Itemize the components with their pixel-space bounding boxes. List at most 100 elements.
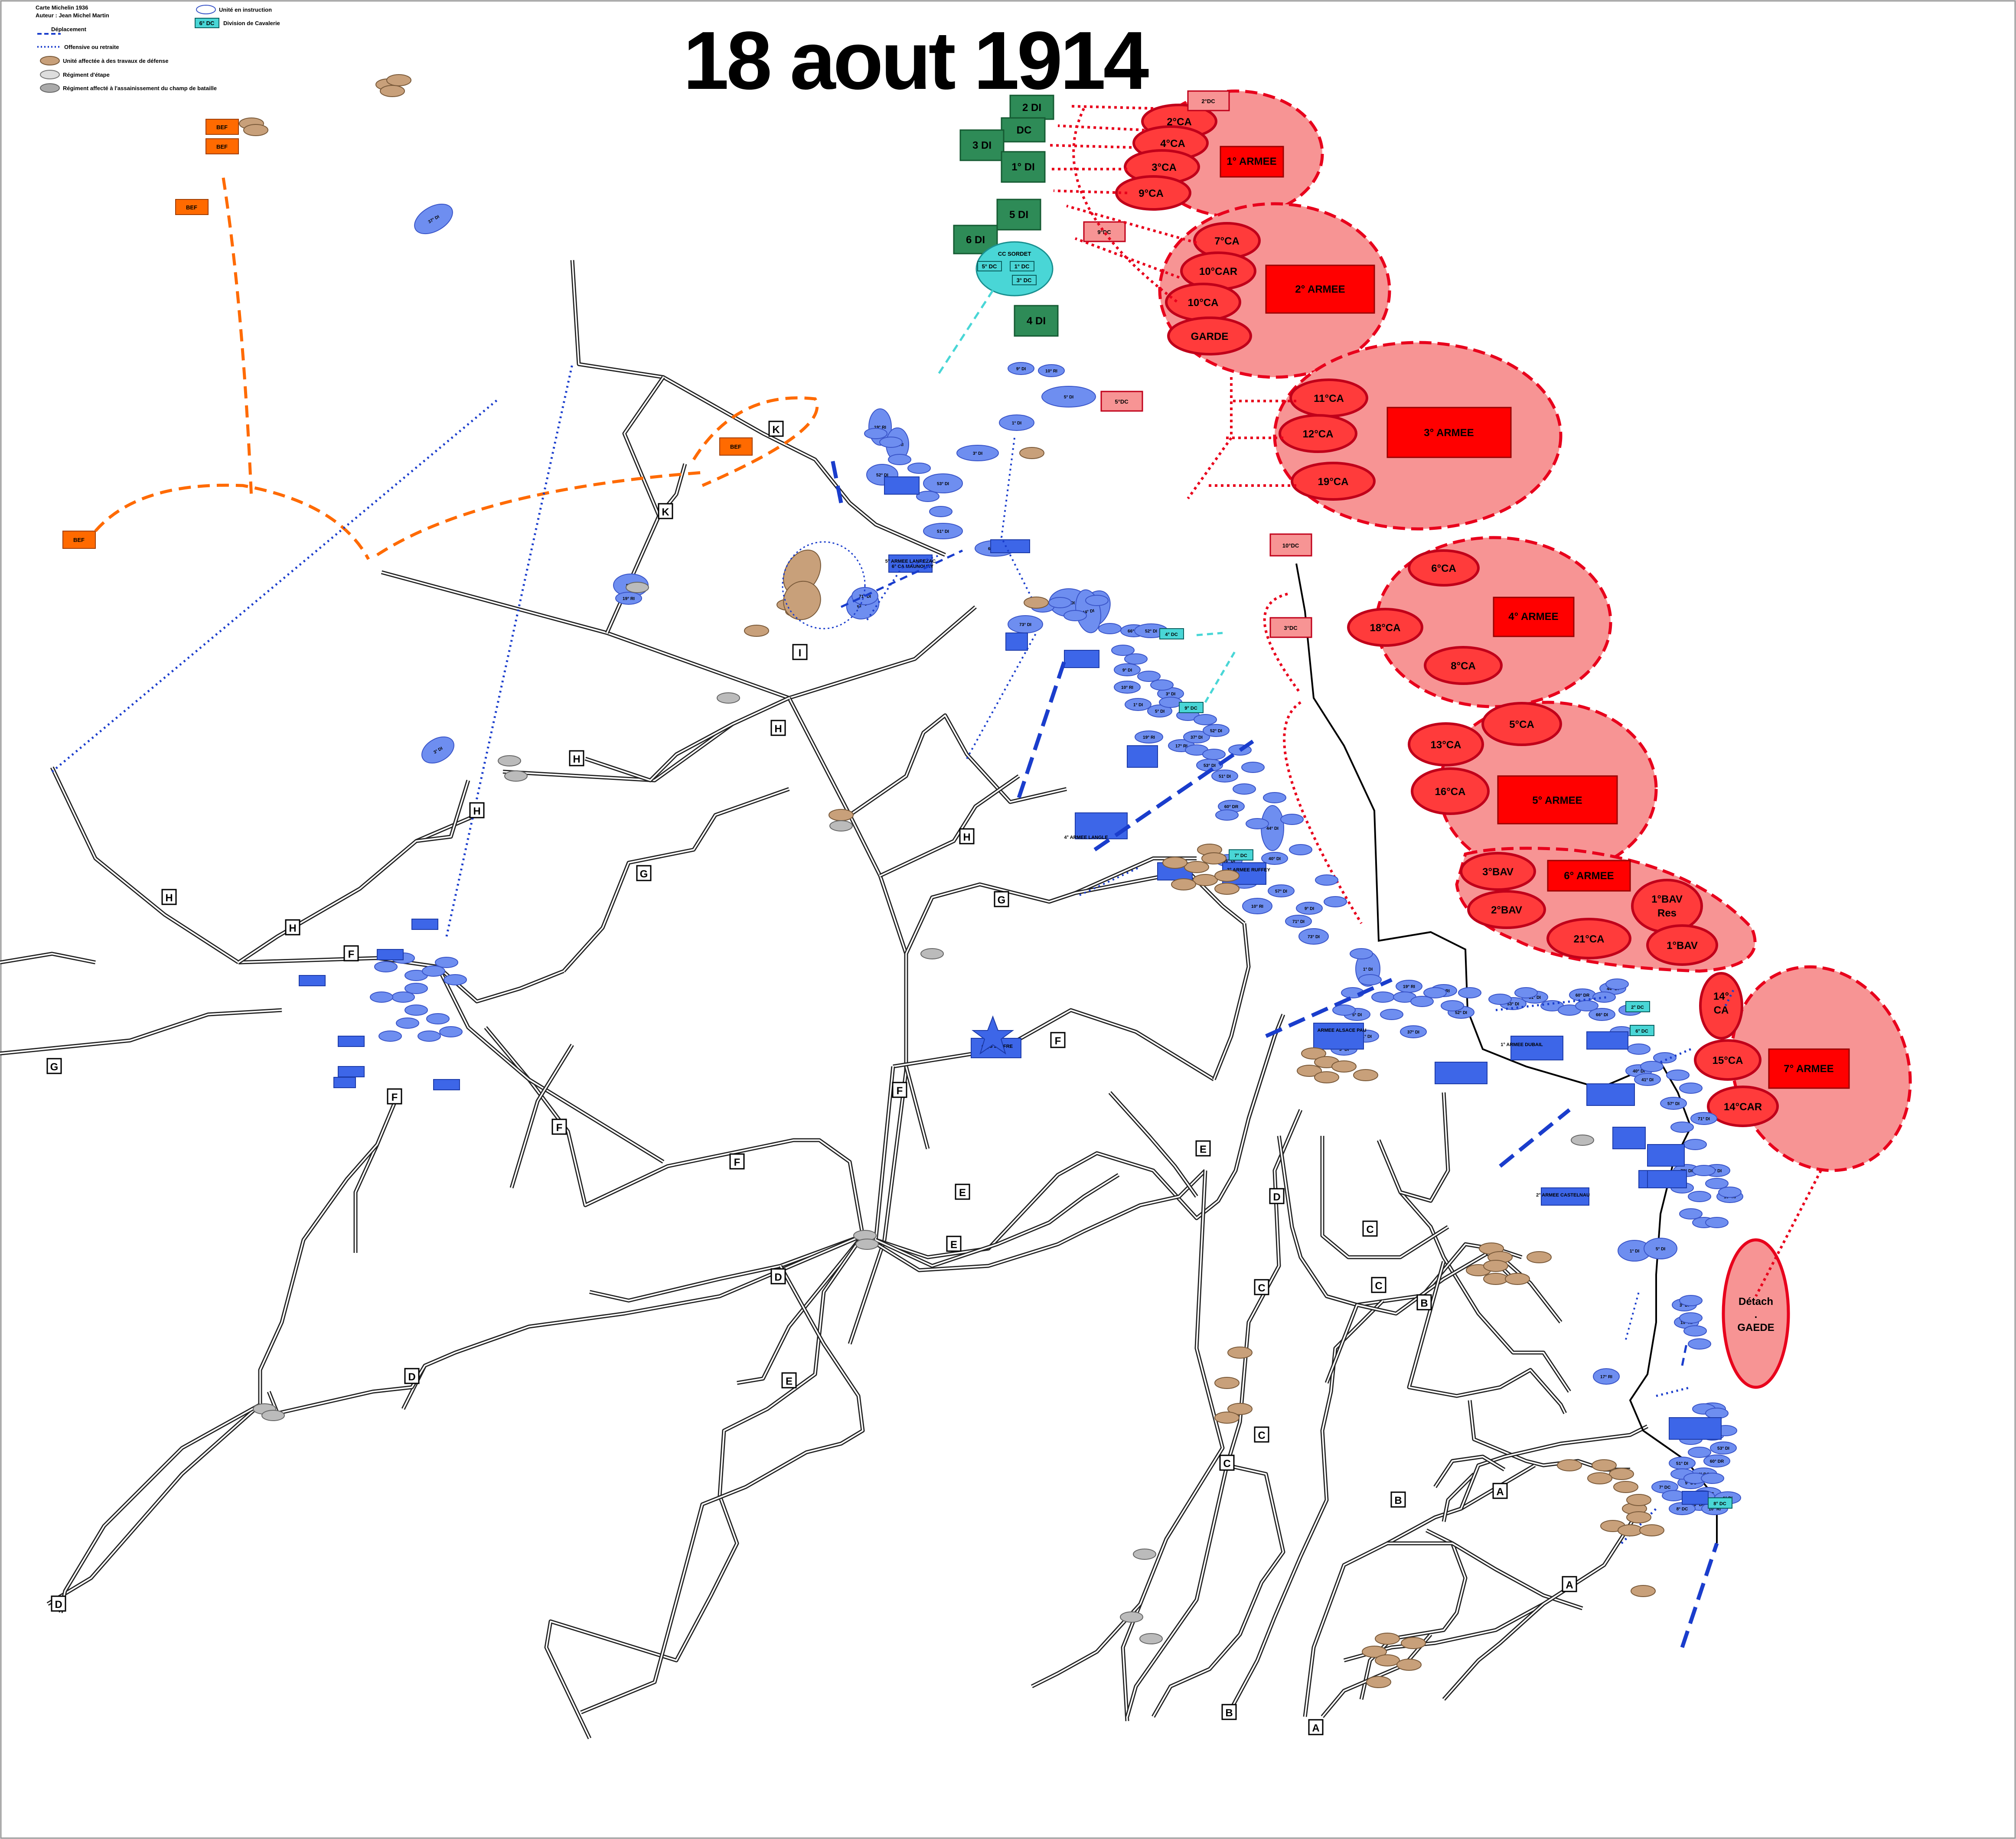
road <box>47 1404 261 1605</box>
french-unit-label: 51° DI <box>1676 1461 1688 1466</box>
cavalry-box <box>1179 702 1204 713</box>
french-unit-label: 5° DI <box>1155 709 1165 714</box>
road <box>1378 1140 1570 1392</box>
road-letter: F <box>1055 1035 1061 1047</box>
defense-works-unit <box>1483 1260 1508 1272</box>
french-unit: 10° RI <box>1114 681 1141 694</box>
french-unit-label: 52° DI <box>1210 729 1222 734</box>
french-unit-label: 17° RI <box>1600 1375 1612 1379</box>
defense-works-unit <box>783 580 821 620</box>
french-movement-line <box>1000 437 1037 607</box>
french-unit-label: 9° DI <box>1712 1169 1722 1174</box>
french-unit-label: 5° DI <box>1352 1013 1362 1017</box>
french-army-label: 1° ARMEE DUBAIL <box>1501 1042 1543 1047</box>
corps-label: Détach <box>1739 1296 1773 1308</box>
french-unit-label: 7° DC <box>1659 1485 1671 1490</box>
french-hq-box <box>1127 745 1158 768</box>
french-unit-label: 6° DC <box>1694 1503 1706 1507</box>
belgian-unit-label: 4 DI <box>1027 315 1046 327</box>
bef-label: BEF <box>216 124 228 130</box>
legend-item: Déplacement <box>51 26 87 33</box>
road-letter: I <box>799 647 802 659</box>
bef-label: BEF <box>216 143 228 150</box>
defense-works-unit <box>1631 1585 1656 1597</box>
road <box>1213 923 1249 1080</box>
french-sub-unit <box>1666 1069 1690 1081</box>
road-letter-box <box>387 1088 402 1105</box>
french-army-label: ARMEE ALSACE PAU <box>1317 1028 1366 1033</box>
french-sub-unit <box>929 506 953 517</box>
road-letter-box <box>569 750 584 766</box>
road-letter-box <box>1254 1426 1269 1443</box>
french-unit: 10° RI <box>1038 364 1065 377</box>
french-hq-box <box>1586 1083 1635 1106</box>
cavalry-box <box>1630 1025 1654 1036</box>
road-letter-box <box>1308 1719 1324 1735</box>
french-sub-unit <box>374 961 398 972</box>
defense-works-unit <box>1214 870 1240 882</box>
road-letter-box <box>1390 1491 1406 1508</box>
road <box>880 775 1020 877</box>
road-letter-box <box>1195 1140 1211 1157</box>
french-unit-label: 37° DI <box>1191 735 1203 740</box>
cavalry-box <box>1159 628 1184 639</box>
french-sub-unit <box>1683 1139 1707 1150</box>
road-letter: D <box>55 1599 62 1611</box>
legend-item: Unité affectée à des travaux de défense <box>63 58 169 64</box>
road-letter: B <box>1420 1298 1428 1309</box>
cavalry-move <box>1196 632 1223 636</box>
french-unit-label: 17° RI <box>1175 744 1187 749</box>
french-sub-unit <box>405 983 428 994</box>
road-letter: D <box>408 1371 415 1383</box>
french-hq-box <box>1541 1187 1589 1206</box>
french-sub-unit <box>916 491 939 502</box>
road-letter: F <box>897 1085 903 1097</box>
army-label: 2° ARMEE <box>1295 284 1345 295</box>
french-unit: 40° DI <box>1261 852 1288 865</box>
road-letter: A <box>1566 1579 1573 1591</box>
french-unit-label: 3° DI <box>973 451 983 456</box>
corps-label: GARDE <box>1191 331 1229 342</box>
french-unit: 57° DI <box>1660 1097 1687 1110</box>
road-letters: KKIHHHHHHGGGFFFFFFEEEEDDDDDCCCCCBBBAAA <box>46 421 1577 1735</box>
etape-unit <box>498 755 521 766</box>
cavalry-label: 7° DC <box>1234 853 1247 858</box>
french-hq-box <box>1682 1491 1709 1505</box>
french-sub-unit <box>1150 679 1174 691</box>
belgian-unit-label: 2 DI <box>1022 102 1041 114</box>
french-sub-unit <box>1048 597 1072 608</box>
french-unit-label: 66° DI <box>1596 1013 1608 1017</box>
road <box>238 814 477 963</box>
french-sub-unit <box>1679 1208 1703 1219</box>
french-sub-unit <box>1315 874 1338 886</box>
corps-label: 6°CA <box>1431 563 1456 574</box>
french-sub-unit <box>1575 1000 1598 1011</box>
french-sub-unit <box>1280 814 1304 825</box>
french-unit: 71° DI <box>1690 1112 1717 1125</box>
french-sub-unit <box>1159 697 1182 708</box>
french-hq-box <box>433 1079 460 1090</box>
french-movement-line <box>1499 1108 1571 1168</box>
belgian-unit-label: 6 DI <box>966 234 985 246</box>
road-letter-box <box>343 945 359 962</box>
french-sub-unit <box>907 463 931 474</box>
french-unit-label: 60° DR <box>1576 993 1590 998</box>
french-unit-label: 53° DI <box>1717 1446 1729 1451</box>
legend-item: 6° DC <box>199 20 215 26</box>
road <box>1321 1136 1448 1258</box>
road-letter-box <box>161 889 177 905</box>
defense-works-unit <box>1362 1646 1387 1658</box>
corps-label: 2°CA <box>1167 116 1192 128</box>
french-unit-label: 66° DI <box>1128 629 1140 634</box>
corps-label: 3°CA <box>1152 162 1177 173</box>
french-unit: 19° RI <box>1135 730 1163 743</box>
french-sub-unit <box>1514 987 1538 998</box>
french-unit-label: 53° DI <box>937 482 949 486</box>
french-hq-box <box>1435 1062 1488 1084</box>
sordet-unit: 3° DC <box>1017 277 1032 284</box>
belgian-unit-label: 5 DI <box>1009 209 1028 221</box>
french-sub-unit <box>444 974 467 985</box>
french-movement-line <box>1265 978 1393 1038</box>
french-movement-line <box>840 549 963 608</box>
etape-unit <box>1139 1633 1163 1644</box>
